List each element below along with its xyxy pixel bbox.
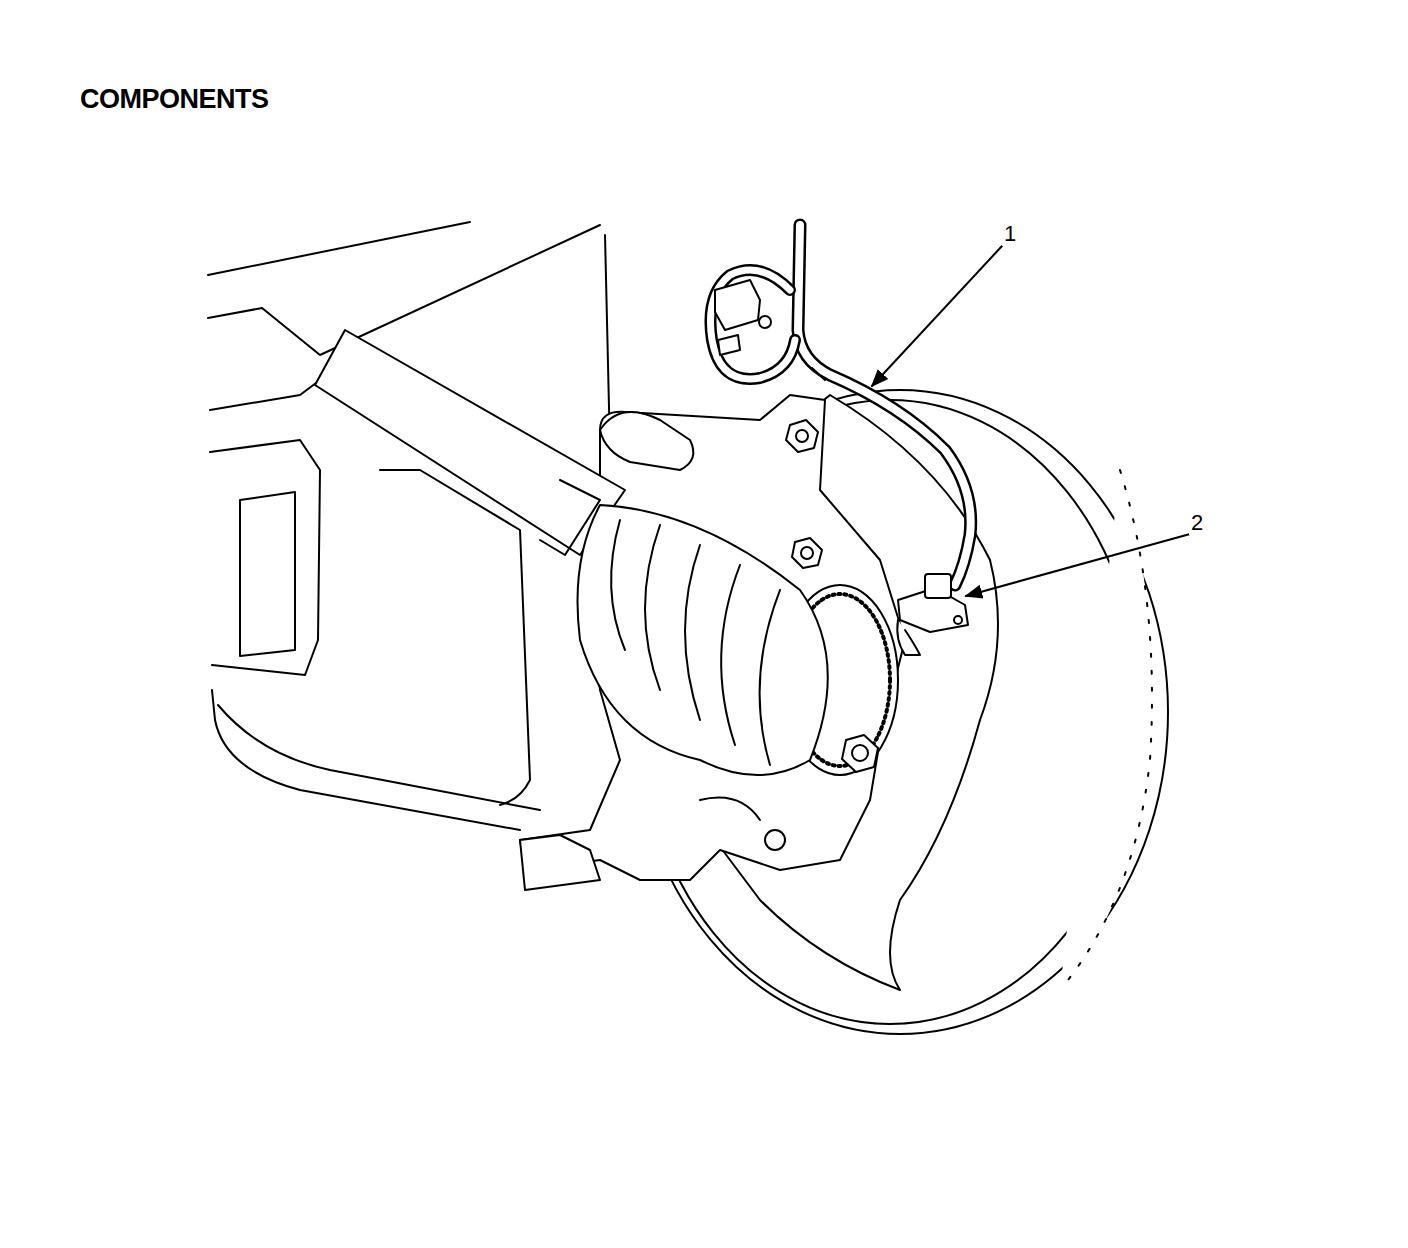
cable-bracket	[715, 280, 771, 355]
sensor-mount	[897, 574, 968, 655]
bolt	[786, 420, 878, 772]
drive-shaft	[315, 330, 625, 555]
callout-number: 1	[1002, 222, 1018, 246]
leader-line	[872, 246, 1002, 386]
cv-boot	[578, 505, 828, 775]
sensor-cable	[710, 225, 970, 585]
callout-number: 2	[1189, 511, 1205, 535]
page-title: COMPONENTS	[80, 86, 269, 113]
leader-line	[966, 534, 1190, 596]
